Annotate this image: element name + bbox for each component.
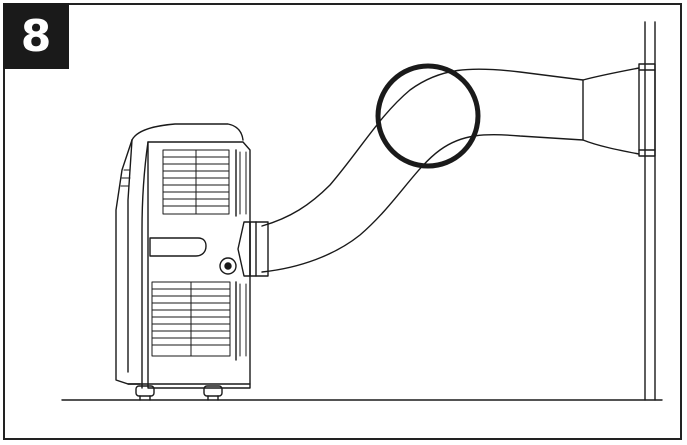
window-wall [638,21,656,401]
lower-grille [151,281,247,357]
hose-highlight-circle [375,63,481,169]
hose-connector [237,221,269,277]
drain-knob [219,257,237,275]
step-number-badge: 8 [3,3,69,69]
caster-wheels [135,385,223,401]
window-adapter [582,67,640,155]
exhaust-hose [261,68,584,273]
air-conditioner-unit [115,123,251,389]
carry-handle [149,237,207,257]
upper-grille [162,149,247,215]
